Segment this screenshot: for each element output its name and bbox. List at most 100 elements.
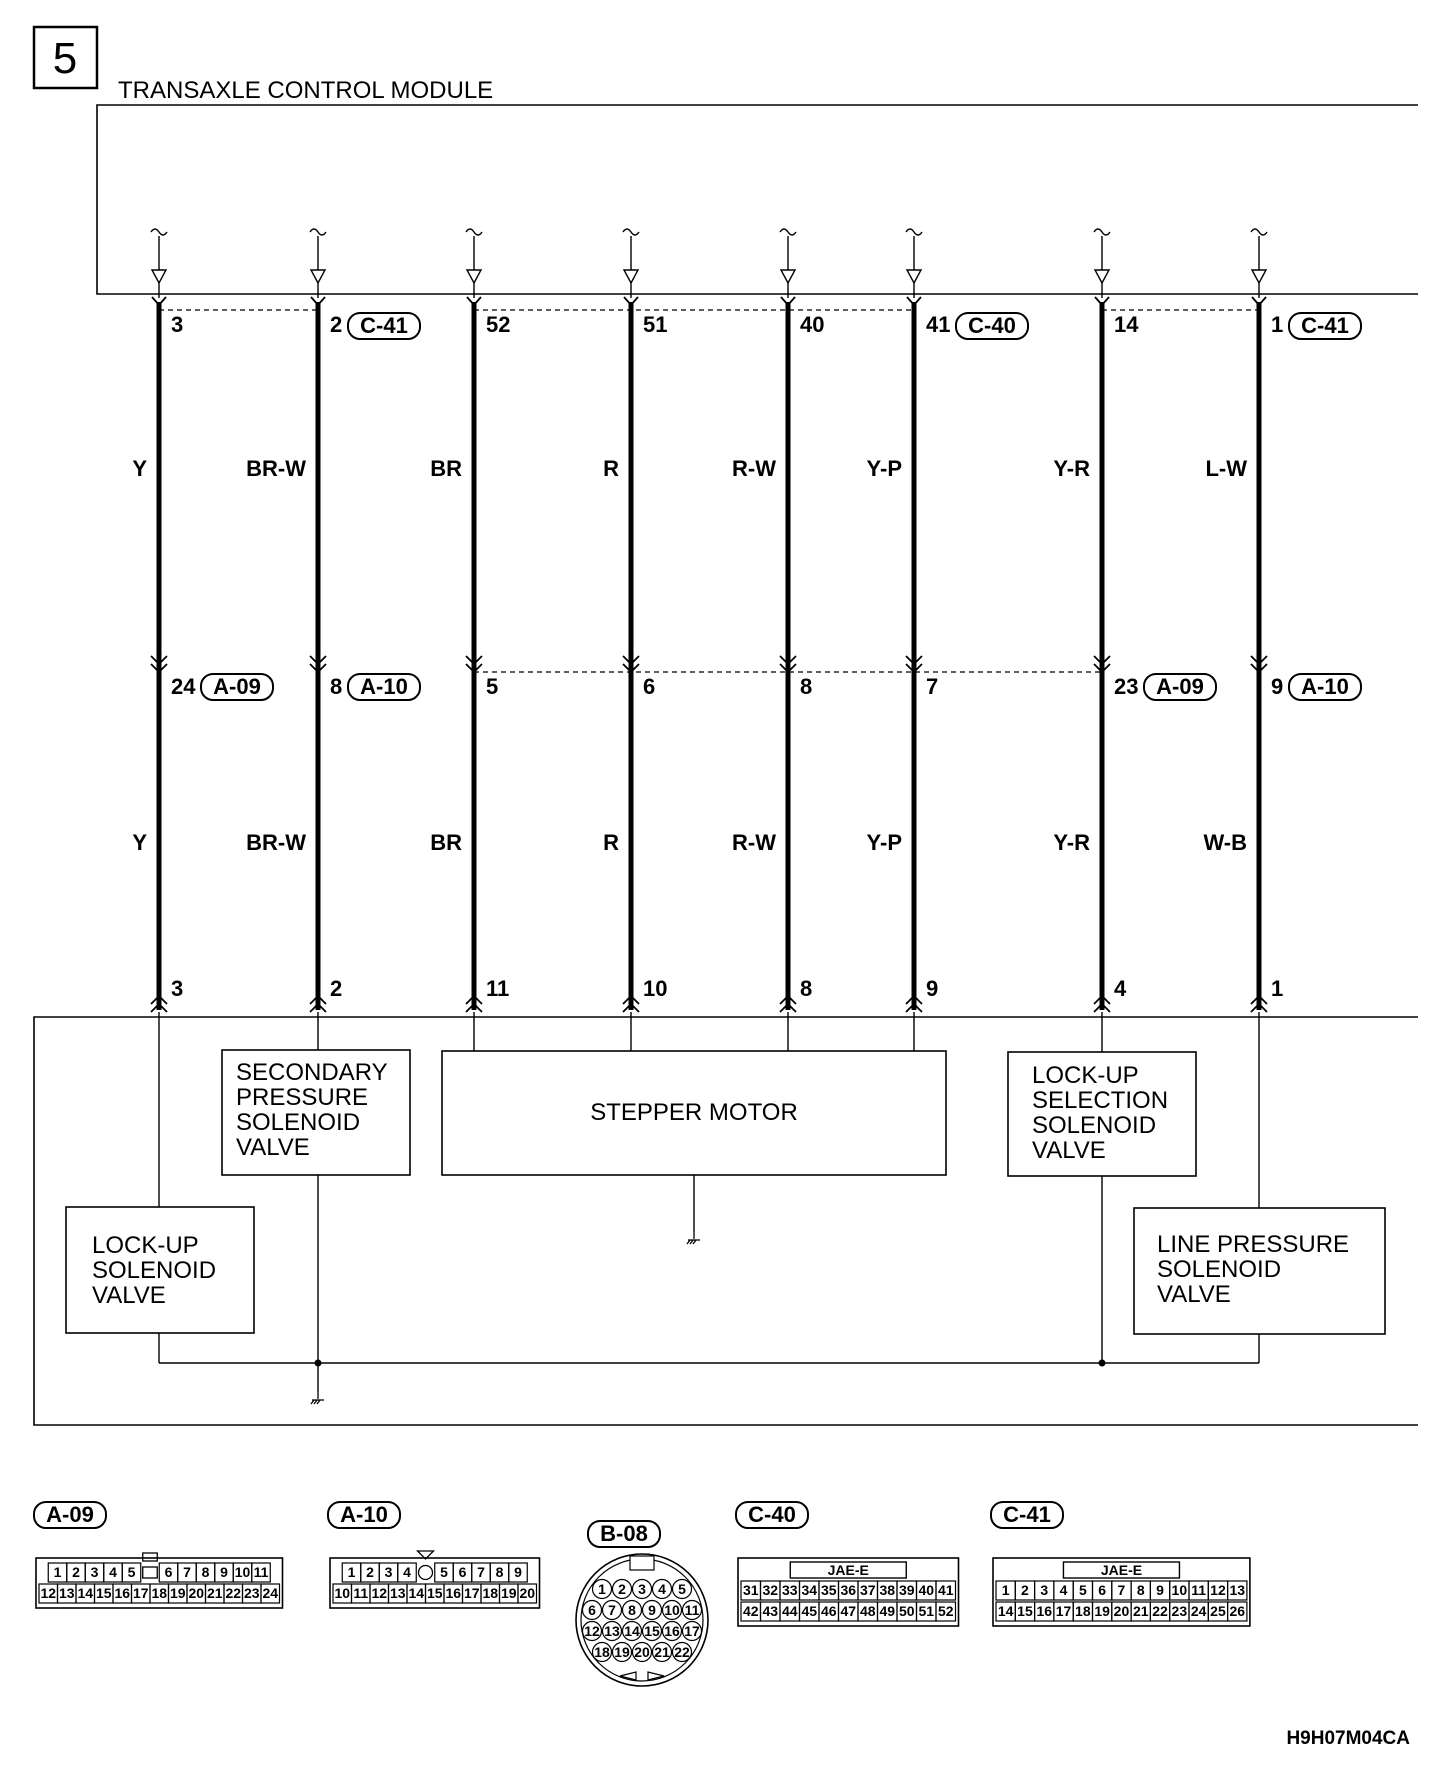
pin-number: 13 — [390, 1585, 406, 1601]
connector-tag-frame — [347, 673, 421, 701]
mid-pin-label: 5 — [486, 674, 498, 699]
pin-number: 8 — [202, 1564, 210, 1580]
component-label: VALVE — [1032, 1137, 1106, 1164]
pin-number: 11 — [353, 1585, 368, 1601]
junction-dot — [314, 1359, 322, 1367]
pin-number: 19 — [614, 1644, 630, 1660]
top-pin-label: 41 — [926, 312, 950, 337]
pin-number: 43 — [762, 1603, 778, 1619]
pin-cell — [935, 1580, 957, 1601]
top-pin-label: 52 — [486, 312, 510, 337]
connector-tag: C-41 — [360, 313, 408, 338]
pin-number: 22 — [674, 1644, 690, 1660]
arrow-icon — [465, 269, 483, 285]
connector-id-frame — [327, 1501, 401, 1529]
pin-cell — [621, 1620, 643, 1642]
pin-cell — [651, 1578, 673, 1600]
pin-number: 10 — [1172, 1582, 1188, 1598]
connector-tag: A-10 — [360, 674, 408, 699]
pin-number: 17 — [464, 1585, 480, 1601]
pin-number: 25 — [1210, 1603, 1226, 1619]
pin-number: 14 — [77, 1585, 93, 1601]
connector-tag: A-09 — [1156, 674, 1204, 699]
pin-number: 49 — [879, 1603, 895, 1619]
pin-number: 39 — [899, 1582, 915, 1598]
pin-number: 7 — [608, 1602, 616, 1618]
pin-number: 15 — [644, 1623, 660, 1639]
connector-id: B-08 — [600, 1521, 648, 1546]
top-pin-label: 2 — [330, 312, 342, 337]
connector-tag-frame — [1288, 673, 1362, 701]
pin-number: 17 — [1056, 1603, 1072, 1619]
pin-cell — [935, 1601, 957, 1622]
pin-cell — [1226, 1580, 1248, 1601]
bottom-pin-label: 8 — [800, 976, 812, 1001]
bottom-pin-label: 1 — [1271, 976, 1283, 1001]
pin-number: 40 — [918, 1582, 934, 1598]
pin-number: 9 — [1156, 1582, 1164, 1598]
pin-number: 32 — [762, 1582, 778, 1598]
pin-number: 3 — [638, 1581, 646, 1597]
pin-number: 5 — [1079, 1582, 1087, 1598]
pin-cell — [671, 1641, 693, 1663]
pin-number: 8 — [496, 1564, 504, 1580]
pin-number: 12 — [1210, 1582, 1226, 1598]
component-label: STEPPER MOTOR — [590, 1099, 798, 1126]
top-pin-label: 1 — [1271, 312, 1283, 337]
pin-number: 48 — [860, 1603, 876, 1619]
arrow-icon — [905, 269, 923, 285]
connector-tag: C-40 — [968, 313, 1016, 338]
pin-number: 21 — [654, 1644, 670, 1660]
key-icon — [619, 1671, 637, 1681]
pin-number: 13 — [59, 1585, 75, 1601]
pin-number: 19 — [1094, 1603, 1110, 1619]
pin-number: 23 — [1172, 1603, 1188, 1619]
terminal-symbol — [1093, 228, 1111, 236]
wire-color-label: BR-W — [246, 456, 306, 481]
pin-number: 37 — [860, 1582, 876, 1598]
top-pin-label: 40 — [800, 312, 824, 337]
pin-number: 15 — [96, 1585, 112, 1601]
component-label: VALVE — [236, 1134, 310, 1161]
wire-color-label: L-W — [1205, 456, 1247, 481]
key-slot — [142, 1566, 158, 1579]
bottom-pin-label: 11 — [486, 976, 509, 1001]
pin-number: 23 — [244, 1585, 260, 1601]
pin-number: 51 — [918, 1603, 934, 1619]
component-label: PRESSURE — [236, 1084, 368, 1111]
connector-header-label: JAE-E — [828, 1562, 869, 1578]
ground-icon — [310, 1392, 324, 1405]
pin-cell — [671, 1578, 693, 1600]
pin-number: 16 — [445, 1585, 461, 1601]
terminal-symbol — [622, 228, 640, 236]
pin-number: 10 — [235, 1564, 251, 1580]
transaxle-housing — [33, 1016, 1418, 1426]
pin-number: 47 — [840, 1603, 856, 1619]
connector-id: A-10 — [340, 1502, 388, 1527]
connector-header — [1062, 1561, 1181, 1579]
component-label: SOLENOID — [236, 1109, 360, 1136]
pin-number: 10 — [664, 1602, 680, 1618]
key-slot — [629, 1555, 655, 1571]
pin-number: 14 — [624, 1623, 640, 1639]
pin-number: 20 — [188, 1585, 204, 1601]
arrow-icon — [779, 269, 797, 285]
pin-number: 36 — [840, 1582, 856, 1598]
wire-4: 40R-W8R-W8 — [732, 228, 824, 1040]
connector-id-frame — [587, 1520, 661, 1548]
pin-cell — [1226, 1601, 1248, 1622]
key-icon — [647, 1671, 665, 1681]
pin-number: 4 — [403, 1564, 411, 1580]
connector-header-label: JAE-E — [1101, 1562, 1142, 1578]
pin-number: 8 — [1137, 1582, 1145, 1598]
mid-pin-label: 7 — [926, 674, 938, 699]
pin-number: 6 — [588, 1602, 596, 1618]
component-label: LOCK-UP — [92, 1232, 199, 1259]
